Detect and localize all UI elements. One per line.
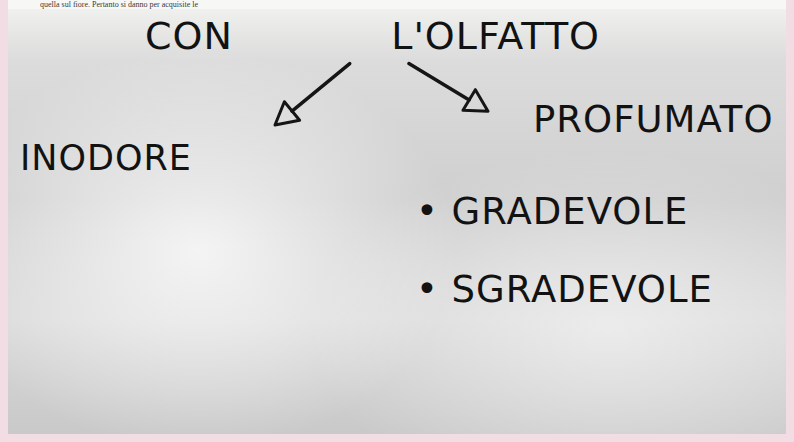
handwritten-word: CON: [145, 14, 233, 60]
arrow-connector: [275, 64, 350, 125]
bullet-item: • SGRADEVOLE: [416, 268, 713, 312]
text-node: PROFUMATO: [488, 98, 774, 142]
text-node: CON L'OLFATTO: [145, 14, 600, 60]
arrow-connector: [409, 64, 488, 112]
handwritten-word: PROFUMATO: [533, 98, 774, 142]
printed-text: quella sul fiore. Pertanto si danno per …: [40, 1, 198, 9]
text-node: INODORE: [20, 125, 275, 179]
bullet-item: • GRADEVOLE: [416, 190, 688, 234]
handwritten-word: L'OLFATTO: [391, 14, 600, 60]
handwritten-word: INODORE: [20, 137, 275, 179]
